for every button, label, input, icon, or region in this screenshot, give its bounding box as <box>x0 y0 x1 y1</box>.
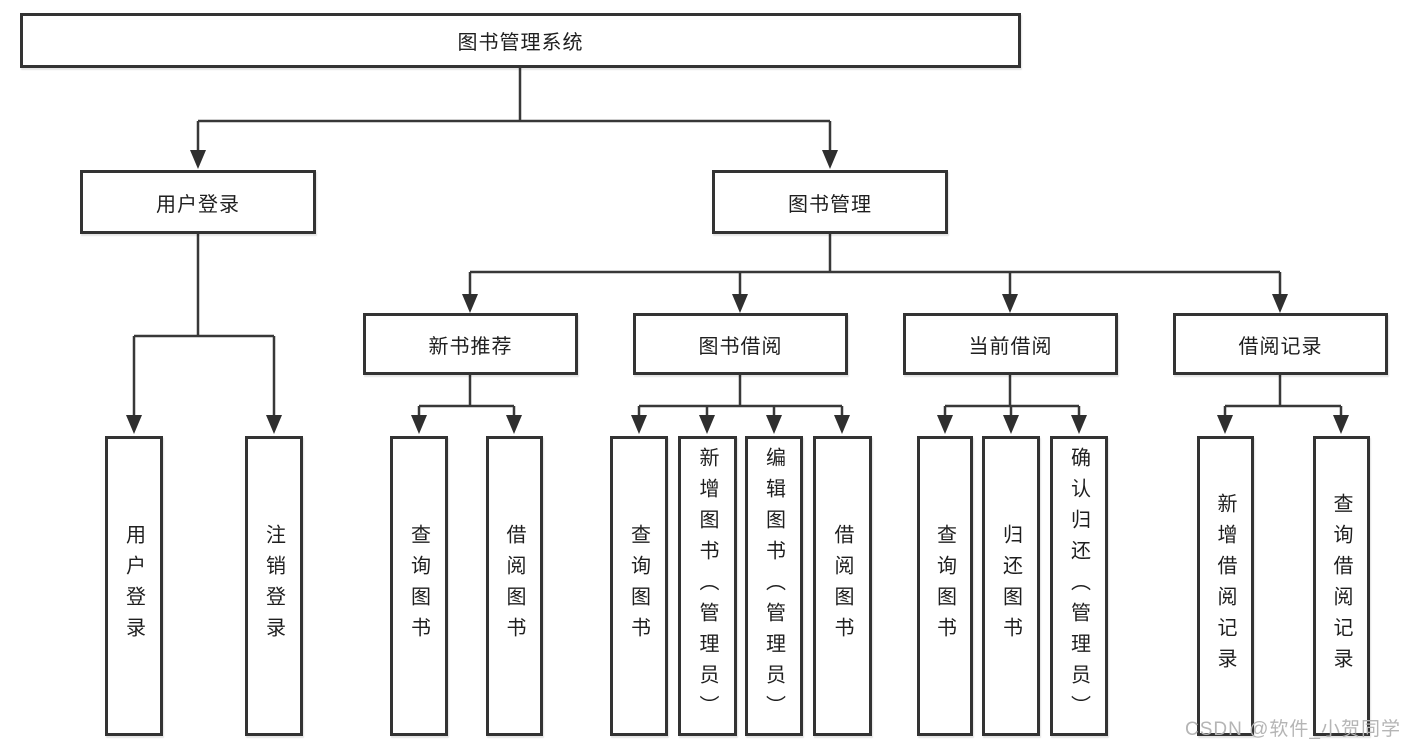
leaf-query-books-recommend: 查询图书 <box>390 436 448 736</box>
arrowheads <box>126 150 1349 434</box>
arrow-down-icon <box>126 415 142 434</box>
arrow-down-icon <box>822 150 838 169</box>
arrow-down-icon <box>766 415 782 434</box>
node-borrow-records: 借阅记录 <box>1173 313 1388 375</box>
node-new-book-recommend: 新书推荐 <box>363 313 578 375</box>
arrow-down-icon <box>732 294 748 313</box>
leaf-edit-books-admin: 编辑图书（管理员） <box>745 436 803 736</box>
arrow-down-icon <box>1272 294 1288 313</box>
arrow-down-icon <box>937 415 953 434</box>
node-book-borrow: 图书借阅 <box>633 313 848 375</box>
arrow-down-icon <box>699 415 715 434</box>
arrow-down-icon <box>190 150 206 169</box>
leaf-query-borrow-record: 查询借阅记录 <box>1313 436 1370 736</box>
arrow-down-icon <box>834 415 850 434</box>
arrow-down-icon <box>506 415 522 434</box>
leaf-return-books: 归还图书 <box>982 436 1040 736</box>
arrow-down-icon <box>1071 415 1087 434</box>
node-book-management-branch: 图书管理 <box>712 170 948 234</box>
arrow-down-icon <box>631 415 647 434</box>
leaf-add-books-admin: 新增图书（管理员） <box>678 436 737 736</box>
node-current-borrow: 当前借阅 <box>903 313 1118 375</box>
arrow-down-icon <box>411 415 427 434</box>
leaf-query-books-current: 查询图书 <box>917 436 973 736</box>
arrow-down-icon <box>1217 415 1233 434</box>
node-user-login-branch: 用户登录 <box>80 170 316 234</box>
arrow-down-icon <box>266 415 282 434</box>
connector-path <box>132 68 1343 416</box>
arrow-down-icon <box>1333 415 1349 434</box>
node-root-library-management-system: 图书管理系统 <box>20 13 1021 68</box>
leaf-logout: 注销登录 <box>245 436 303 736</box>
arrow-down-icon <box>1003 415 1019 434</box>
leaf-query-books-borrow: 查询图书 <box>610 436 668 736</box>
leaf-add-borrow-record: 新增借阅记录 <box>1197 436 1254 736</box>
watermark: CSDN @软件_小贺同学 <box>1185 719 1401 740</box>
arrow-down-icon <box>1002 294 1018 313</box>
leaf-user-login: 用户登录 <box>105 436 163 736</box>
leaf-confirm-return-admin: 确认归还（管理员） <box>1050 436 1108 736</box>
arrow-down-icon <box>462 294 478 313</box>
leaf-borrow-books: 借阅图书 <box>813 436 872 736</box>
leaf-borrow-books-recommend: 借阅图书 <box>486 436 543 736</box>
